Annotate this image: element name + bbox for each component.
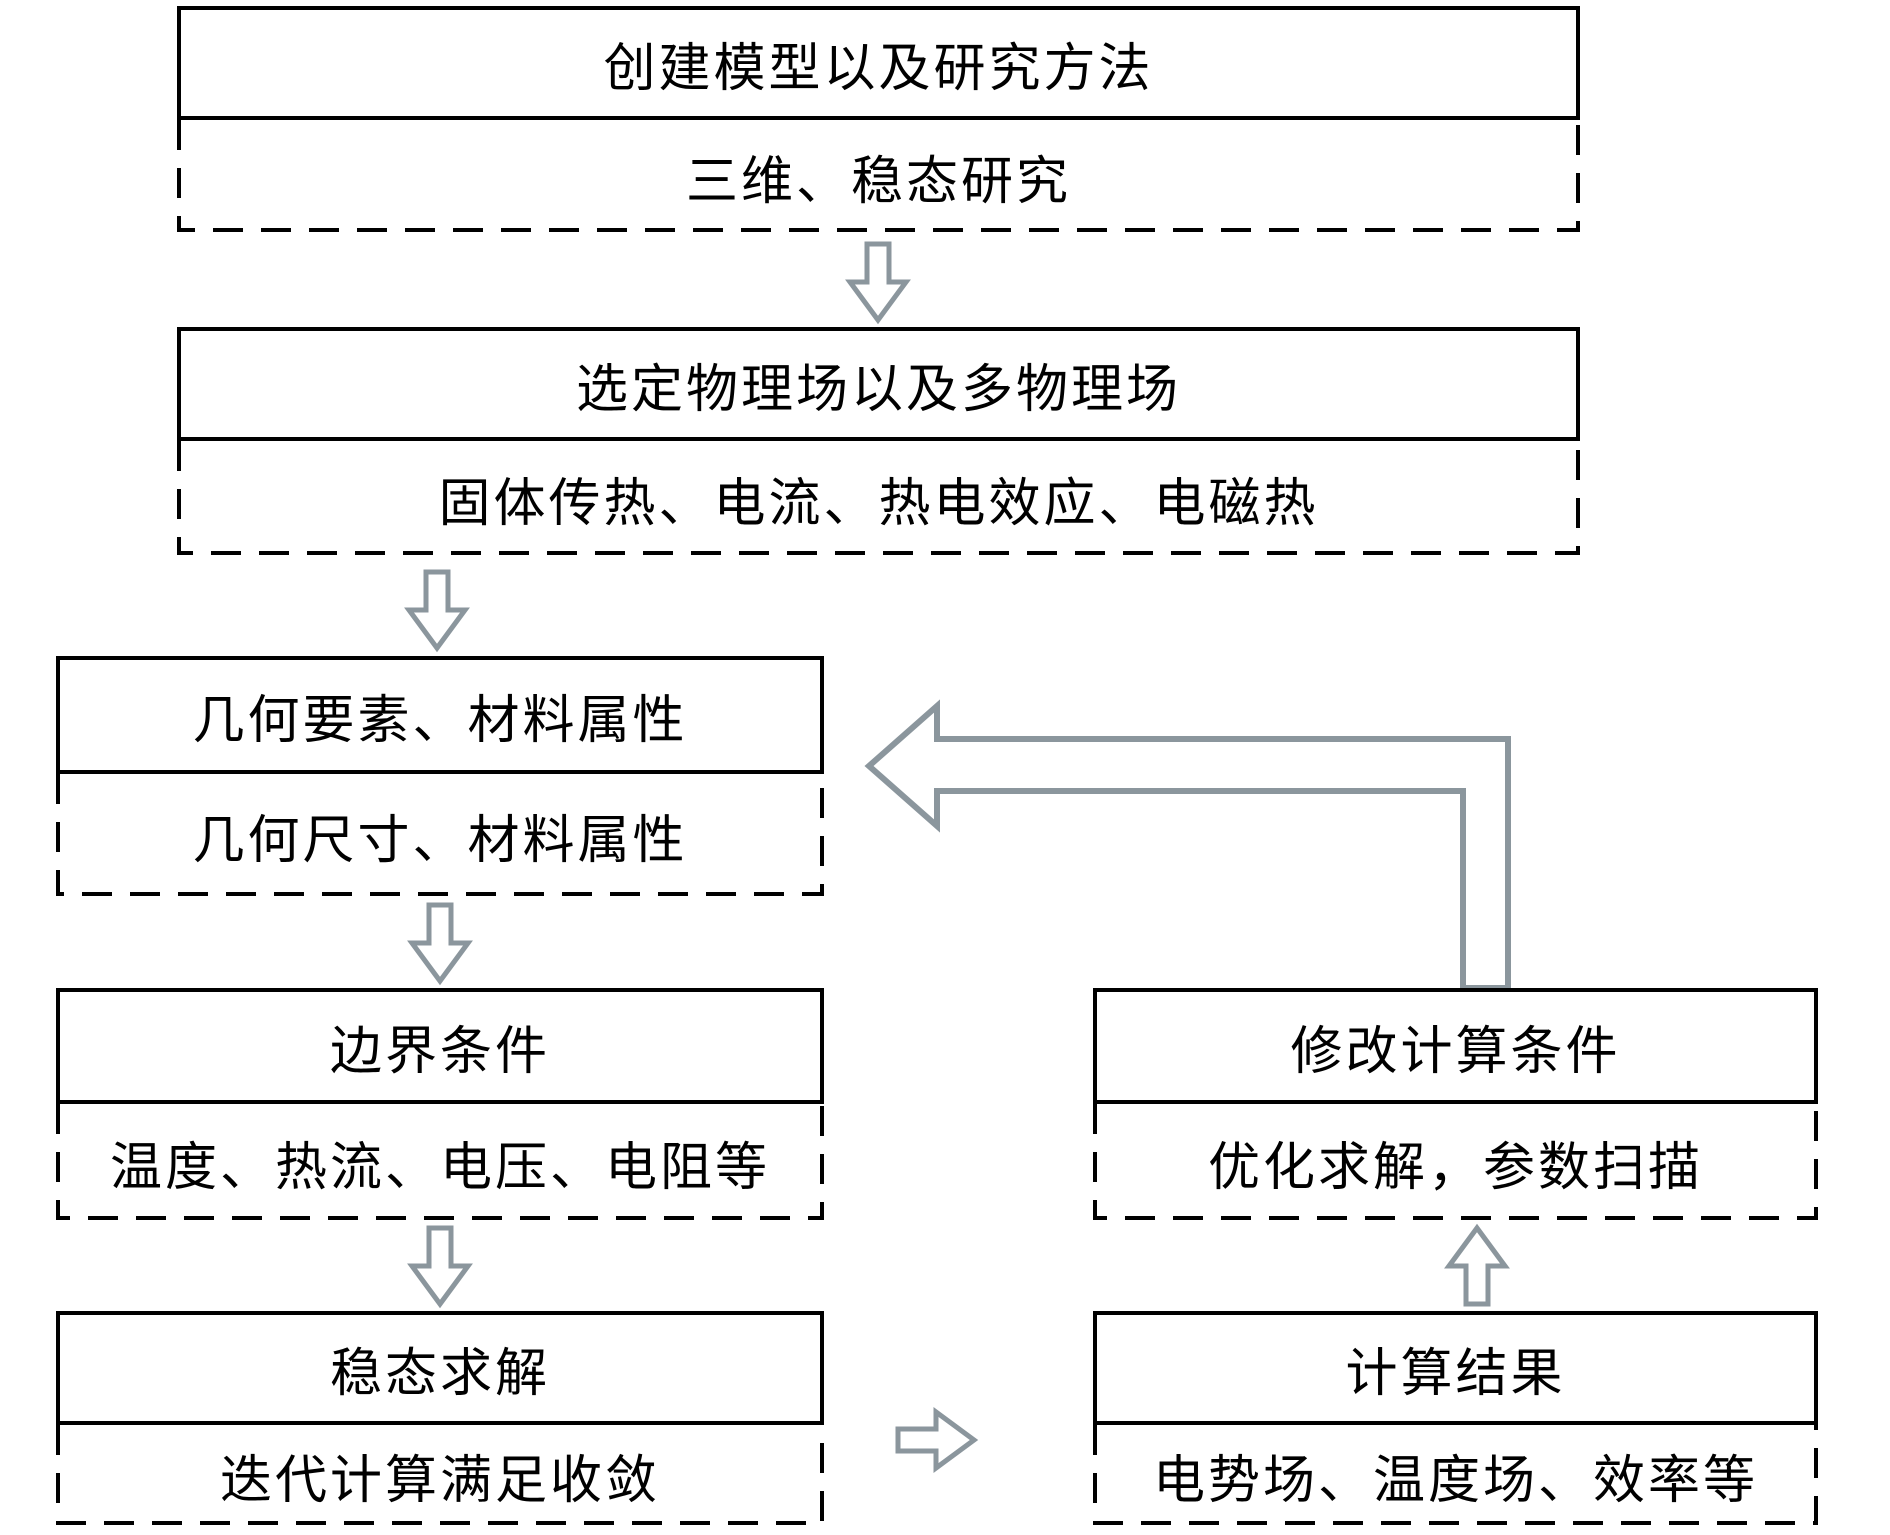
- node-modify-conditions: 修改计算条件 优化求解，参数扫描: [1093, 988, 1818, 1220]
- node-title: 边界条件: [56, 988, 824, 1104]
- arrow-down-icon-3: [407, 902, 473, 986]
- node-detail: 固体传热、电流、热电效应、电磁热: [438, 475, 1319, 533]
- arrow-down-icon-4: [407, 1225, 473, 1309]
- node-geometry-material: 几何要素、材料属性 几何尺寸、材料属性: [56, 656, 824, 896]
- node-results: 计算结果 电势场、温度场、效率等: [1093, 1311, 1818, 1525]
- node-detail: 迭代计算满足收敛: [219, 1452, 660, 1510]
- arrow-right-icon: [895, 1407, 979, 1473]
- arrow-down-icon-1: [845, 241, 911, 325]
- node-detail: 温度、热流、电压、电阻等: [109, 1139, 770, 1197]
- feedback-elbow-arrow-icon: [864, 699, 1511, 991]
- node-title: 计算结果: [1093, 1311, 1818, 1425]
- node-title: 创建模型以及研究方法: [177, 6, 1580, 120]
- node-detail: 几何尺寸、材料属性: [192, 812, 688, 870]
- node-boundary-conditions: 边界条件 温度、热流、电压、电阻等: [56, 988, 824, 1220]
- node-title: 修改计算条件: [1093, 988, 1818, 1104]
- node-create-model: 创建模型以及研究方法 三维、稳态研究: [177, 6, 1580, 232]
- node-title: 几何要素、材料属性: [56, 656, 824, 774]
- node-detail: 电势场、温度场、效率等: [1152, 1452, 1758, 1510]
- node-steady-solve: 稳态求解 迭代计算满足收敛: [56, 1311, 824, 1525]
- node-title: 选定物理场以及多物理场: [177, 327, 1580, 441]
- node-detail: 三维、稳态研究: [685, 153, 1071, 211]
- arrow-up-icon: [1444, 1223, 1510, 1307]
- node-select-physics: 选定物理场以及多物理场 固体传热、电流、热电效应、电磁热: [177, 327, 1580, 555]
- node-detail: 优化求解，参数扫描: [1207, 1139, 1703, 1197]
- arrow-down-icon-2: [404, 569, 470, 653]
- node-title: 稳态求解: [56, 1311, 824, 1425]
